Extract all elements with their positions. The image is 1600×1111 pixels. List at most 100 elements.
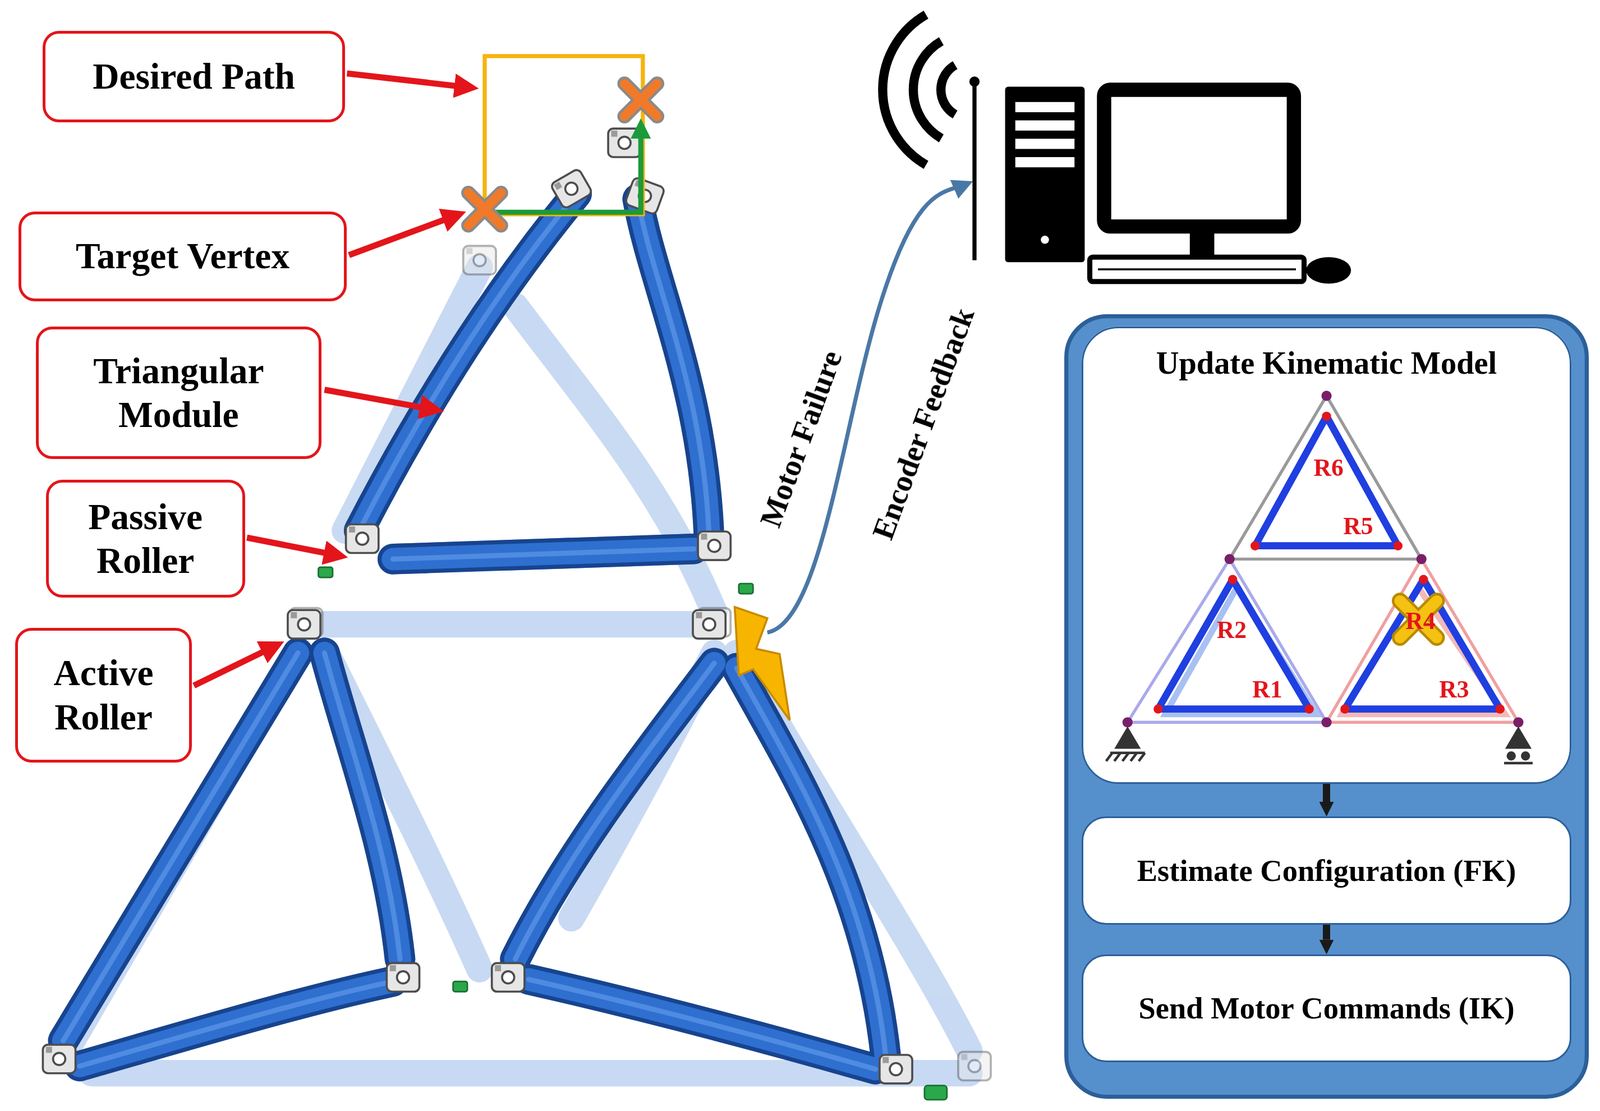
illustration-circle bbox=[1520, 751, 1530, 761]
process-box: Estimate Configuration (FK) bbox=[1081, 816, 1572, 925]
illustration-use bbox=[692, 609, 726, 639]
target-marker bbox=[468, 192, 501, 226]
callout-text: Passive Roller bbox=[62, 494, 228, 583]
module-label: R6 bbox=[1313, 453, 1344, 481]
illustration-rect bbox=[1005, 86, 1085, 263]
illustration-use bbox=[392, 548, 694, 559]
illustration-circle bbox=[1416, 553, 1427, 564]
illustration-polygon bbox=[1157, 579, 1309, 710]
rollers bbox=[42, 128, 913, 1084]
illustration-rect bbox=[1104, 89, 1294, 227]
callout-box: Active Roller bbox=[15, 627, 192, 763]
ghost-rollers bbox=[290, 245, 992, 1080]
illustration-path bbox=[468, 192, 501, 226]
illustration-use bbox=[392, 548, 694, 559]
flow-arrow bbox=[1322, 783, 1331, 802]
illustration-circle bbox=[1228, 575, 1238, 585]
illustration-path bbox=[882, 14, 926, 165]
illustration-path bbox=[913, 40, 942, 139]
illustration-use bbox=[697, 531, 731, 560]
illustration-circle bbox=[1153, 704, 1163, 714]
illustration-use bbox=[528, 978, 876, 1069]
illustration-use bbox=[324, 653, 400, 959]
illustration-rect bbox=[1090, 256, 1305, 282]
illustration-use bbox=[515, 663, 715, 959]
computer-icon bbox=[882, 14, 1351, 284]
illustration-path bbox=[468, 192, 501, 226]
illustration-circle bbox=[1304, 704, 1314, 714]
illustration-use bbox=[736, 668, 886, 1056]
illustration-rect bbox=[1015, 157, 1075, 168]
illustration-circle bbox=[969, 76, 980, 87]
illustration-use bbox=[736, 668, 886, 1056]
callout-box: Desired Path bbox=[42, 30, 345, 123]
illustration-line bbox=[1097, 268, 1296, 271]
target-marker bbox=[624, 83, 657, 117]
illustration-rect bbox=[318, 567, 333, 578]
illustration-circle bbox=[1418, 575, 1428, 585]
kinematic-model-diagram bbox=[1106, 390, 1533, 763]
illustration-path bbox=[624, 83, 657, 117]
illustration-polygon bbox=[1127, 558, 1327, 723]
illustration-polygon bbox=[1344, 579, 1500, 710]
callout-text: Active Roller bbox=[32, 650, 176, 739]
callout-text: Triangular Module bbox=[52, 348, 305, 438]
illustration-circle bbox=[1506, 751, 1516, 761]
illustration-use bbox=[346, 524, 379, 554]
illustration-use bbox=[736, 668, 886, 1056]
illustration-use bbox=[879, 1054, 913, 1084]
module-label: R1 bbox=[1252, 675, 1282, 703]
illustration-use bbox=[79, 981, 393, 1066]
illustration-g bbox=[63, 193, 886, 1069]
illustration-use bbox=[392, 548, 694, 559]
illustration-line bbox=[972, 81, 977, 260]
illustration-polygon bbox=[1326, 558, 1519, 723]
model-box: Update Kinematic Model bbox=[1081, 326, 1572, 784]
illustration-circle bbox=[1340, 704, 1350, 714]
illustration-ellipse bbox=[1306, 256, 1351, 284]
illustration-polygon bbox=[1505, 726, 1532, 749]
illustration-use bbox=[386, 962, 420, 992]
module-label: R2 bbox=[1216, 615, 1247, 643]
illustration-path bbox=[1400, 600, 1437, 638]
module-label: R4 bbox=[1405, 607, 1436, 634]
callout-box: Passive Roller bbox=[46, 479, 246, 598]
illustration-use bbox=[359, 193, 577, 531]
illustration-circle bbox=[1495, 704, 1505, 714]
module-label: R5 bbox=[1343, 512, 1373, 540]
illustration-use bbox=[324, 653, 400, 959]
illustration-path bbox=[194, 644, 278, 686]
illustration-use bbox=[637, 199, 710, 541]
module-label: R3 bbox=[1438, 675, 1469, 703]
illustration-g bbox=[1122, 390, 1524, 728]
illustration-use bbox=[550, 168, 593, 210]
illustration-path bbox=[624, 83, 657, 117]
illustration-use bbox=[528, 978, 876, 1069]
callout-box: Triangular Module bbox=[35, 326, 322, 459]
illustration-use bbox=[515, 663, 715, 959]
illustration-polygon bbox=[1114, 726, 1141, 749]
illustration-g bbox=[1153, 411, 1505, 714]
illustration-circle bbox=[1224, 553, 1235, 564]
illustration-path bbox=[1504, 761, 1533, 765]
illustration-use bbox=[637, 199, 710, 541]
illustration-circle bbox=[1321, 390, 1332, 401]
illustration-use bbox=[515, 663, 715, 959]
illustration-polygon bbox=[1254, 416, 1399, 546]
illustration-circle bbox=[1321, 411, 1331, 421]
illustration-rect bbox=[924, 1085, 947, 1100]
illustration-use bbox=[79, 981, 393, 1066]
illustration-path bbox=[1106, 752, 1146, 762]
flow-arrow bbox=[1322, 924, 1331, 940]
process-box: Send Motor Commands (IK) bbox=[1081, 954, 1572, 1063]
illustration-path bbox=[348, 214, 459, 256]
illustration-use bbox=[463, 245, 496, 275]
illustration-circle bbox=[1321, 716, 1332, 728]
control-panel bbox=[1066, 316, 1588, 1097]
process-text: Estimate Configuration (FK) bbox=[1137, 852, 1517, 889]
callout-text: Desired Path bbox=[92, 54, 296, 99]
illustration-polygon bbox=[1229, 395, 1422, 559]
executed-path bbox=[492, 124, 642, 213]
illustration-rect bbox=[453, 981, 468, 992]
